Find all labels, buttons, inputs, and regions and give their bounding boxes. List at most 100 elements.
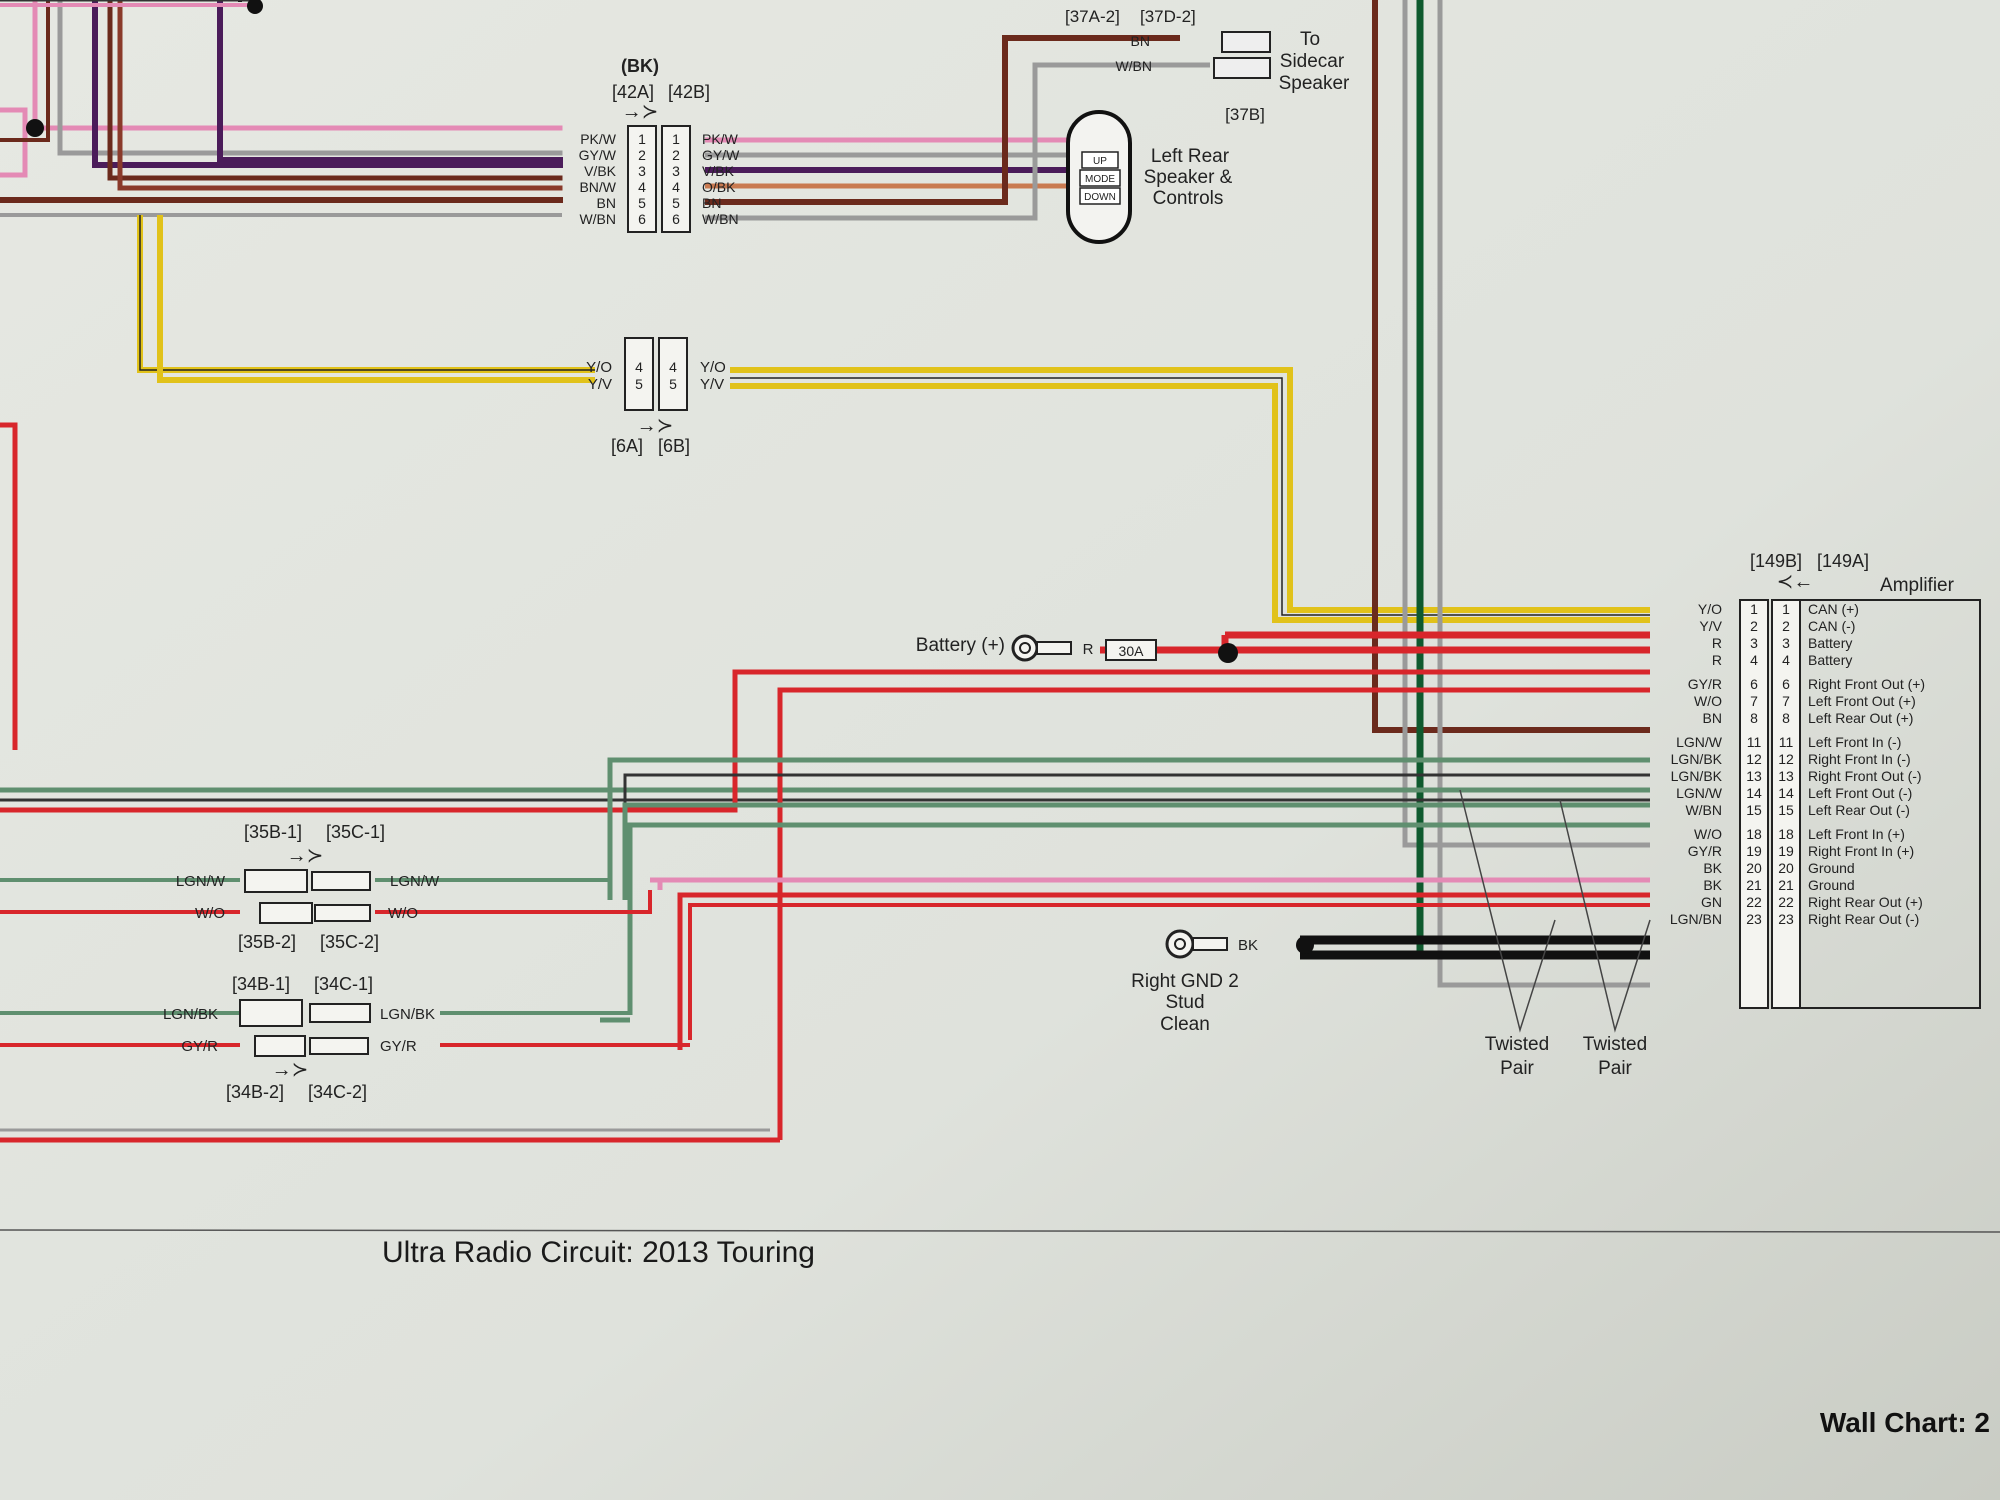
wire-label: W/BN [579, 211, 616, 227]
controls-label: Left Rear [1151, 146, 1230, 167]
mode-button-label: MODE [1085, 174, 1115, 185]
twisted-pair-label: Pair [1500, 1058, 1534, 1079]
connector-35c2 [314, 904, 371, 922]
connector-34c1 [309, 1003, 371, 1023]
pin-number: 8 [1782, 710, 1790, 726]
pin-function: Left Front Out (+) [1808, 693, 1916, 709]
pin-number: 21 [1778, 877, 1794, 893]
mating-arrows: →≻ [272, 1059, 309, 1081]
wire-label: LGN/BN [1670, 911, 1722, 927]
pin-function: Ground [1808, 877, 1855, 893]
wire-label: V/BK [702, 163, 735, 179]
left-rear-controls: UP MODE DOWN Left Rear Speaker & Control… [1066, 110, 1233, 244]
pin-number: 5 [635, 376, 643, 392]
pin-number: 5 [672, 195, 680, 211]
ref-34c2: [34C-2] [308, 1082, 367, 1102]
wire-label: LGN/BK [1671, 751, 1723, 767]
wire-label: W/O [1694, 693, 1722, 709]
wire-label: BN/W [579, 179, 616, 195]
pin-function: Right Front Out (-) [1808, 768, 1922, 784]
pin-number: 1 [1782, 601, 1790, 617]
wire-label: W/BN [1685, 802, 1722, 818]
twisted-pair-marks [1459, 789, 1651, 1033]
wire-label: W/O [195, 905, 225, 922]
ground-wire-color: BK [1238, 937, 1258, 954]
pin-number: 4 [1750, 652, 1758, 668]
ground-stud: BK Right GND 2 Stud Clean [1131, 929, 1258, 1035]
ground-ring-terminal [1165, 929, 1195, 959]
pin-number: 5 [669, 376, 677, 392]
page-label: Wall Chart: 2 [1820, 1407, 1990, 1438]
wire-label: LGN/BK [163, 1006, 218, 1023]
wire-label: BN [597, 195, 616, 211]
ref-37a2: [37A-2] [1065, 7, 1120, 26]
pin-function: Left Front Out (-) [1808, 785, 1912, 801]
ref-35b2: [35B-2] [238, 932, 296, 952]
wire-label: W/O [388, 905, 418, 922]
pin-number: 15 [1746, 802, 1762, 818]
sidecar-connector [1221, 31, 1271, 53]
wire-label: Y/O [700, 359, 726, 376]
pin-number: 2 [1782, 618, 1790, 634]
pin-number: 15 [1778, 802, 1794, 818]
amplifier-body [1799, 599, 1981, 1009]
connector-42b-housing [661, 125, 691, 233]
pin-number: 4 [638, 179, 646, 195]
ref-35b1: [35B-1] [244, 822, 302, 842]
up-button-label: UP [1093, 156, 1107, 167]
battery-label: Battery (+) [916, 635, 1005, 656]
amplifier-title: Amplifier [1880, 575, 1955, 596]
wire-label: GY/R [1688, 676, 1722, 692]
ref-37b: [37B] [1225, 105, 1265, 124]
pin-number: 22 [1746, 894, 1762, 910]
connector-35: [35B-1] [35C-1] →≻ LGN/W LGN/W W/O W/O [… [176, 822, 440, 952]
pin-number: 23 [1778, 911, 1794, 927]
pin-number: 14 [1746, 785, 1762, 801]
sidecar-label: Speaker [1279, 73, 1350, 94]
twisted-pair-label: Pair [1598, 1058, 1632, 1079]
pin-function: CAN (+) [1808, 601, 1859, 617]
pin-number: 19 [1746, 843, 1762, 859]
twisted-pair-label: Twisted [1485, 1034, 1549, 1055]
up-button [1081, 151, 1119, 169]
pin-number: 18 [1778, 826, 1794, 842]
ref-6a: [6A] [611, 436, 643, 456]
ref-42b: [42B] [668, 82, 710, 102]
twisted-pair-label: Twisted [1583, 1034, 1647, 1055]
wire-bundle-can [137, 215, 1650, 623]
connector-34b1 [239, 999, 303, 1027]
pin-number: 6 [1782, 676, 1790, 692]
wire-bundle-42b-to-controls [705, 35, 1210, 221]
connector-42-color: (BK) [621, 56, 659, 76]
pin-function: Left Rear Out (-) [1808, 802, 1910, 818]
pin-number: 6 [638, 211, 646, 227]
connector-35b1 [244, 869, 308, 893]
fuse-rating: 30A [1119, 643, 1145, 659]
sidecar-wire-label: W/BN [1115, 58, 1152, 74]
controls-label: Speaker & [1144, 167, 1233, 188]
pin-number: 4 [669, 359, 677, 375]
connector-34c2 [309, 1037, 369, 1055]
pin-function: Ground [1808, 860, 1855, 876]
pin-number: 4 [672, 179, 680, 195]
pin-number: 3 [638, 163, 646, 179]
pin-number: 4 [1782, 652, 1790, 668]
pin-number: 19 [1778, 843, 1794, 859]
pin-function: Right Rear Out (+) [1808, 894, 1923, 910]
wire-label: GY/W [579, 147, 617, 163]
pin-number: 8 [1750, 710, 1758, 726]
ref-34b1: [34B-1] [232, 974, 290, 994]
pin-number: 7 [1750, 693, 1758, 709]
pin-function: Right Front Out (+) [1808, 676, 1925, 692]
wire-label: O/BK [702, 179, 736, 195]
pin-function: Left Front In (+) [1808, 826, 1905, 842]
wire-label: Y/O [586, 359, 612, 376]
ground-label: Right GND 2 [1131, 971, 1239, 992]
pin-number: 13 [1746, 768, 1762, 784]
sidecar-label: To [1300, 29, 1320, 50]
wire-label: BK [1703, 860, 1722, 876]
mating-arrows: ≺← [1777, 571, 1814, 593]
wire-bundle-speakers [0, 422, 1650, 1143]
